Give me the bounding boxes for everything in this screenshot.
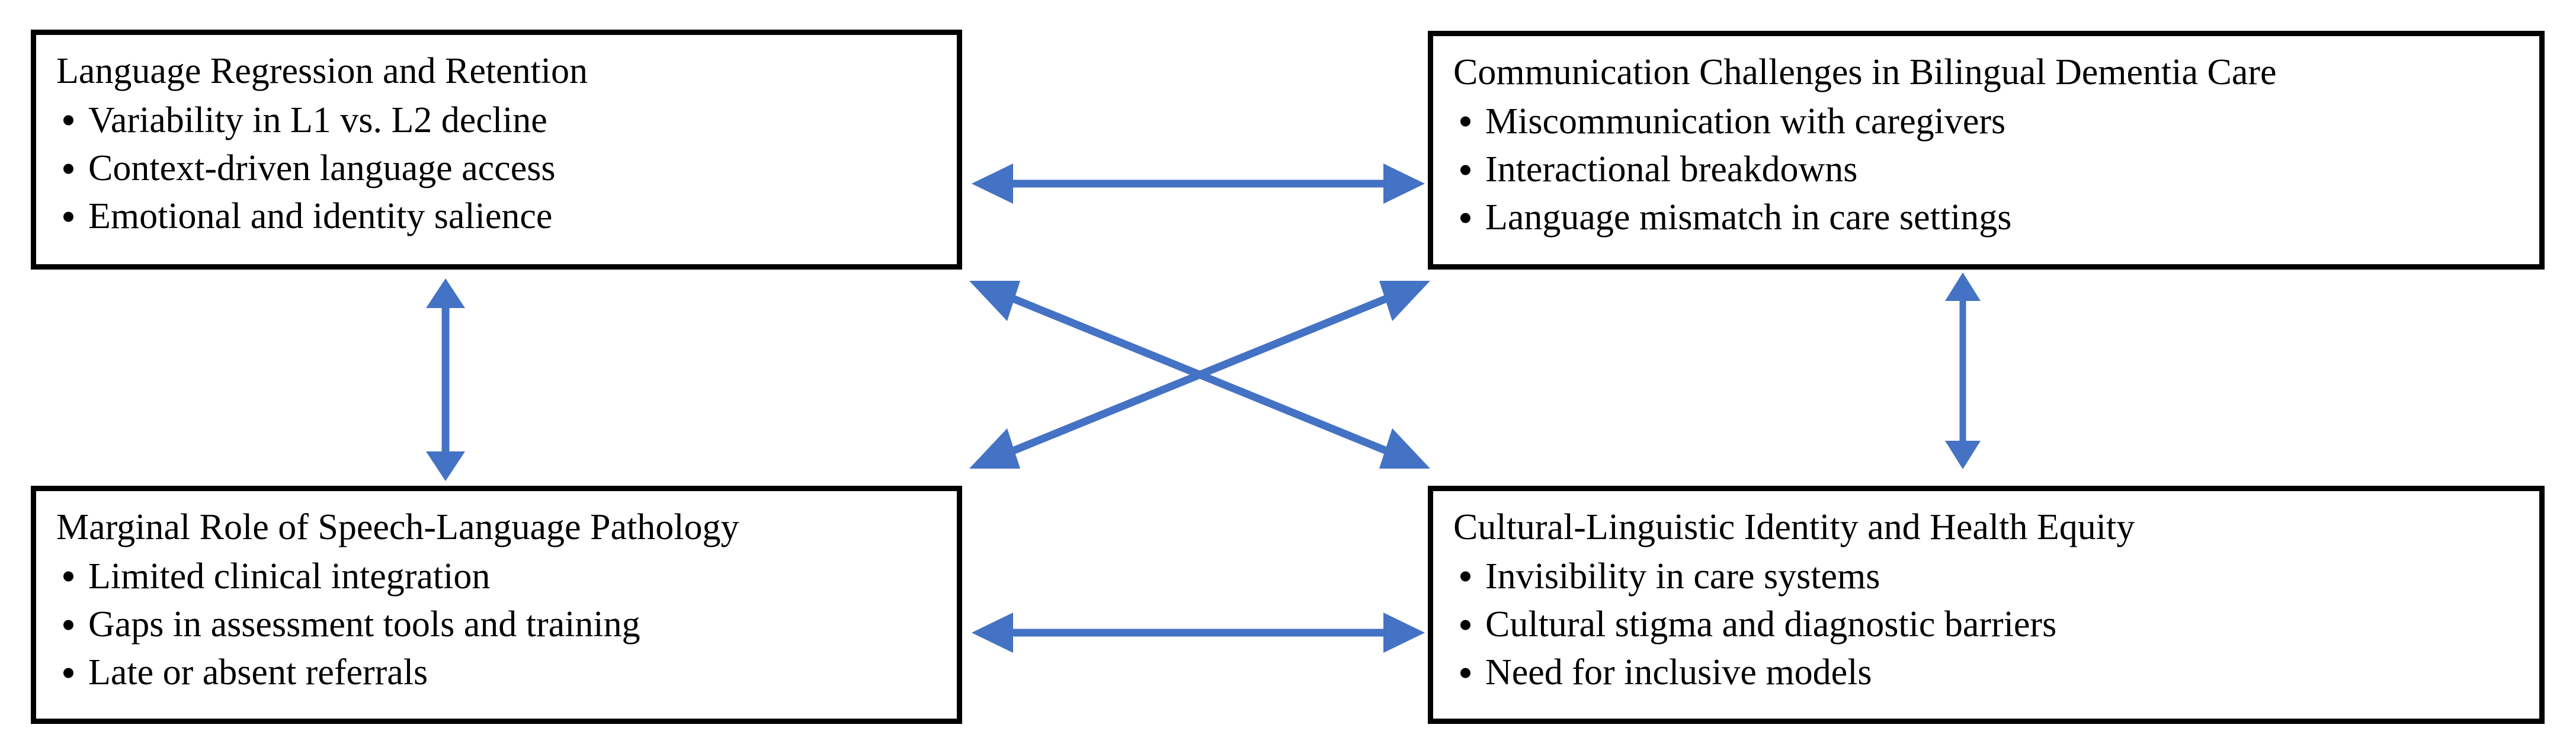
bullet-dot-icon — [63, 164, 73, 174]
list-item: Interactional breakdowns — [1458, 148, 2521, 191]
concept-box-communication-challenges-in-bilingual-dementia-care[interactable]: Communication Challenges in Bilingual De… — [1428, 31, 2545, 270]
bullet-list: Variability in L1 vs. L2 decline Context… — [54, 99, 939, 238]
arrow-head-right-icon — [1383, 164, 1425, 204]
list-item: Context-driven language access — [61, 147, 939, 190]
arrow-head-upright-icon — [1379, 281, 1430, 321]
list-item-label: Emotional and identity salience — [88, 196, 553, 237]
connector-top-horizontal-arrow[interactable] — [972, 164, 1425, 204]
list-item-label: Invisibility in care systems — [1485, 556, 1880, 597]
connector-right-vertical-arrow[interactable] — [1945, 273, 1981, 469]
bullet-dot-icon — [1460, 668, 1470, 678]
bullet-list: Limited clinical integration Gaps in ass… — [54, 555, 939, 694]
list-item-label: Gaps in assessment tools and training — [88, 604, 640, 645]
list-item-label: Limited clinical integration — [88, 556, 491, 597]
list-item-label: Context-driven language access — [88, 148, 556, 189]
arrow-head-left-icon — [972, 613, 1013, 653]
box-title: Cultural-Linguistic Identity and Health … — [1453, 507, 2135, 547]
list-item-label: Variability in L1 vs. L2 decline — [88, 100, 547, 140]
arrow-head-up-icon — [1945, 273, 1981, 301]
bullet-dot-icon — [1460, 165, 1470, 175]
arrow-head-down-icon — [1945, 441, 1981, 469]
box-title: Communication Challenges in Bilingual De… — [1453, 52, 2277, 92]
list-item: Language mismatch in care settings — [1458, 196, 2521, 239]
list-item: Invisibility in care systems — [1458, 555, 2521, 598]
bullet-dot-icon — [63, 115, 73, 126]
list-item-label: Late or absent referrals — [88, 652, 428, 693]
list-item: Miscommunication with caregivers — [1458, 100, 2521, 143]
concept-box-marginal-role-of-speech-language-pathology[interactable]: Marginal Role of Speech-Language Patholo… — [31, 486, 962, 724]
list-item: Need for inclusive models — [1458, 651, 2521, 694]
list-item: Cultural stigma and diagnostic barriers — [1458, 603, 2521, 646]
list-item-label: Miscommunication with caregivers — [1485, 101, 2006, 142]
arrow-head-left-icon — [972, 164, 1013, 204]
concept-box-language-regression-and-retention[interactable]: Language Regression and Retention Variab… — [31, 30, 962, 270]
bullet-dot-icon — [1460, 116, 1470, 127]
list-item: Variability in L1 vs. L2 decline — [61, 99, 939, 142]
list-item: Gaps in assessment tools and training — [61, 603, 939, 646]
bullet-list: Miscommunication with caregivers Interac… — [1451, 100, 2521, 239]
arrow-head-downleft-icon — [969, 428, 1020, 469]
list-item-label: Cultural stigma and diagnostic barriers — [1485, 604, 2057, 645]
bullet-dot-icon — [63, 211, 73, 222]
list-item-label: Language mismatch in care settings — [1485, 197, 2012, 238]
list-item-label: Interactional breakdowns — [1485, 149, 1858, 190]
bullet-dot-icon — [63, 668, 73, 678]
bullet-list: Invisibility in care systems Cultural st… — [1451, 555, 2521, 694]
arrow-head-up-icon — [426, 278, 465, 308]
box-title: Marginal Role of Speech-Language Patholo… — [56, 507, 739, 547]
bullet-dot-icon — [63, 620, 73, 630]
arrow-head-upleft-icon — [969, 281, 1020, 321]
bullet-dot-icon — [1460, 620, 1470, 630]
list-item: Late or absent referrals — [61, 651, 939, 694]
connector-left-vertical-arrow[interactable] — [426, 278, 465, 481]
bullet-dot-icon — [1460, 213, 1470, 223]
list-item: Emotional and identity salience — [61, 195, 939, 238]
box-title: Language Regression and Retention — [56, 51, 588, 91]
list-item-label: Need for inclusive models — [1485, 652, 1872, 693]
bullet-dot-icon — [63, 571, 73, 582]
bullet-dot-icon — [1460, 571, 1470, 582]
arrow-head-downright-icon — [1379, 428, 1430, 469]
arrow-head-right-icon — [1383, 613, 1425, 653]
connector-diagonal-arrow-bl-tr[interactable] — [969, 281, 1430, 469]
concept-box-cultural-linguistic-identity-and-health-equity[interactable]: Cultural-Linguistic Identity and Health … — [1428, 486, 2545, 724]
connector-diagonal-arrow-tl-br[interactable] — [969, 281, 1430, 469]
list-item: Limited clinical integration — [61, 555, 939, 598]
connector-bottom-horizontal-arrow[interactable] — [972, 613, 1425, 653]
arrow-head-down-icon — [426, 451, 465, 481]
